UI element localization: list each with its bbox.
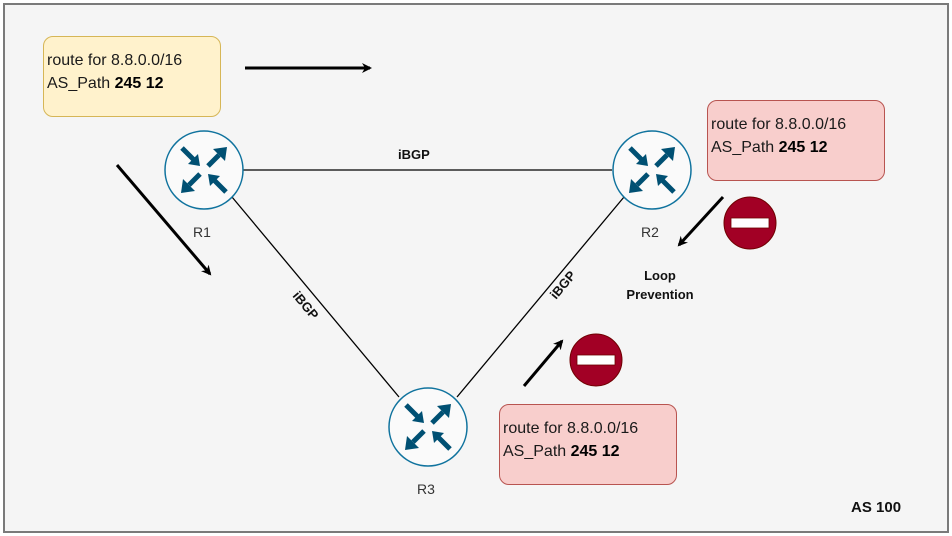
route-note-r3: route for 8.8.0.0/16 AS_Path 245 12 xyxy=(499,404,677,485)
link-label-r1-r2: iBGP xyxy=(398,147,430,162)
as-label: AS 100 xyxy=(851,499,902,516)
router-label-r3: R3 xyxy=(417,481,435,497)
link-label-r3-r2: iBGP xyxy=(547,268,579,302)
route-note-r1: route for 8.8.0.0/16 AS_Path 245 12 xyxy=(43,36,221,117)
as-path-value: 245 12 xyxy=(778,139,828,156)
route-note-r2-line2: AS_Path 245 12 xyxy=(711,139,828,156)
router-icon-r2 xyxy=(613,131,691,209)
route-note-r2-line1: route for 8.8.0.0/16 xyxy=(711,116,847,133)
router-label-r1: R1 xyxy=(193,224,211,240)
flow-arrow-down xyxy=(115,164,212,276)
as-path-value: 245 12 xyxy=(570,443,620,460)
link-r1-r3 xyxy=(231,196,400,398)
router-label-r2: R2 xyxy=(641,224,659,240)
route-note-r1-line2: AS_Path 245 12 xyxy=(47,75,164,92)
no-entry-icon-r2 xyxy=(723,196,777,250)
flow-arrow-r2 xyxy=(677,195,725,247)
flow-arrow-r3 xyxy=(522,339,564,387)
as-path-value: 245 12 xyxy=(114,75,164,92)
link-r3-r2 xyxy=(456,196,625,398)
link-label-r1-r3: iBGP xyxy=(290,288,322,322)
route-note-r1-line1: route for 8.8.0.0/16 xyxy=(47,52,183,69)
route-note-r2: route for 8.8.0.0/16 AS_Path 245 12 xyxy=(707,100,885,181)
loop-prevention-label: Loop Prevention xyxy=(626,268,694,302)
route-note-r3-line1: route for 8.8.0.0/16 xyxy=(503,420,639,437)
route-note-r3-line2: AS_Path 245 12 xyxy=(503,443,620,460)
router-icon-r3 xyxy=(389,388,467,466)
no-entry-icon-r3 xyxy=(569,333,623,387)
router-icon-r1 xyxy=(165,131,243,209)
